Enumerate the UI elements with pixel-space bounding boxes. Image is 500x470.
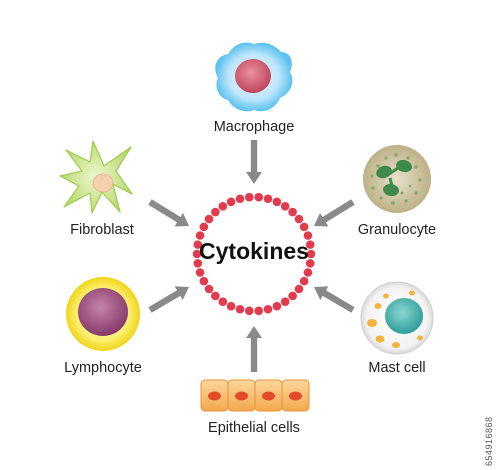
- mast-cell-illustration: [360, 281, 434, 355]
- granulocyte-membrane: [363, 145, 431, 213]
- arrow-icon: [314, 199, 355, 227]
- cytokine-dot: [299, 222, 309, 232]
- cytokine-dot: [288, 291, 297, 301]
- cytokine-dot: [192, 249, 202, 259]
- epithelial-nucleus: [289, 391, 302, 401]
- cytokine-dot: [195, 268, 205, 277]
- macrophage-label: Macrophage: [213, 119, 295, 135]
- cytokine-dot: [226, 197, 236, 207]
- cytokine-dot: [204, 214, 214, 224]
- cytokine-dot: [254, 306, 264, 316]
- macrophage-nucleus: [235, 59, 271, 93]
- cytokine-dot: [272, 301, 282, 311]
- cytokine-ring: [192, 192, 316, 316]
- cytokine-dot: [193, 259, 203, 268]
- arrow-icon: [148, 286, 189, 313]
- cytokine-dot: [235, 304, 245, 314]
- cytokine-dot: [199, 222, 209, 232]
- cytokine-dot: [305, 259, 315, 268]
- cytokine-dot: [199, 276, 209, 286]
- cytokine-dot: [263, 194, 273, 204]
- epithelial-nucleus: [262, 391, 275, 401]
- mast-cell-label: Mast cell: [368, 360, 426, 376]
- lymphocyte-nucleus: [78, 288, 128, 336]
- mast-cell-nucleus: [385, 298, 423, 334]
- cytokine-dot: [280, 297, 290, 307]
- fibroblast-nucleus: [92, 173, 114, 193]
- epithelial-cells-label: Epithelial cells: [208, 420, 300, 436]
- cytokine-dot: [211, 291, 220, 301]
- lymphocyte-label: Lymphocyte: [64, 360, 142, 376]
- cytokine-dot: [235, 194, 245, 204]
- cytokine-dot: [272, 197, 282, 207]
- epithelial-nucleus: [208, 391, 221, 401]
- cytokine-dot: [288, 207, 297, 217]
- cytokine-dot: [306, 249, 316, 259]
- cytokine-dot: [305, 240, 315, 249]
- cytokine-dot: [193, 240, 203, 249]
- cytokine-dot: [299, 276, 309, 286]
- mast-cell-granules: [367, 290, 423, 348]
- cytokine-dot: [218, 201, 228, 211]
- cytokine-dot: [294, 284, 304, 294]
- cytokine-dot: [294, 214, 304, 224]
- cytokine-dot: [303, 231, 313, 240]
- granulocyte-cell-illustration: [363, 145, 431, 213]
- macrophage-cell-illustration: [215, 42, 293, 112]
- fibroblast-cell-illustration: [59, 140, 133, 214]
- cytokine-dot: [218, 297, 228, 307]
- cytokine-dot: [303, 268, 313, 277]
- arrow-icon: [148, 199, 189, 227]
- cytokine-dot: [254, 192, 264, 202]
- arrows-group: [148, 140, 355, 372]
- epithelial-nucleus: [235, 391, 248, 401]
- cytokines-center-label: Cytokines: [199, 238, 309, 264]
- arrow-icon: [314, 286, 355, 313]
- cytokine-dot: [211, 207, 220, 217]
- cytokine-dot: [280, 201, 290, 211]
- fibroblast-label: Fibroblast: [70, 222, 134, 238]
- granulocyte-granules: [370, 153, 422, 205]
- cytokine-dot: [244, 306, 254, 316]
- epithelial-cells-illustration: [200, 379, 310, 412]
- cytokine-dot: [244, 192, 254, 202]
- cytokine-dot: [204, 284, 214, 294]
- arrow-icon: [246, 326, 262, 372]
- lymphocyte-cell-illustration: [66, 277, 140, 351]
- arrow-icon: [246, 140, 262, 184]
- cytokine-dot: [226, 301, 236, 311]
- cytokine-dot: [195, 231, 205, 240]
- stock-id-watermark: 654916868: [484, 416, 494, 466]
- cytokine-dot: [263, 304, 273, 314]
- granulocyte-label: Granulocyte: [357, 222, 437, 238]
- granulocyte-nucleus-lobes: [376, 159, 412, 197]
